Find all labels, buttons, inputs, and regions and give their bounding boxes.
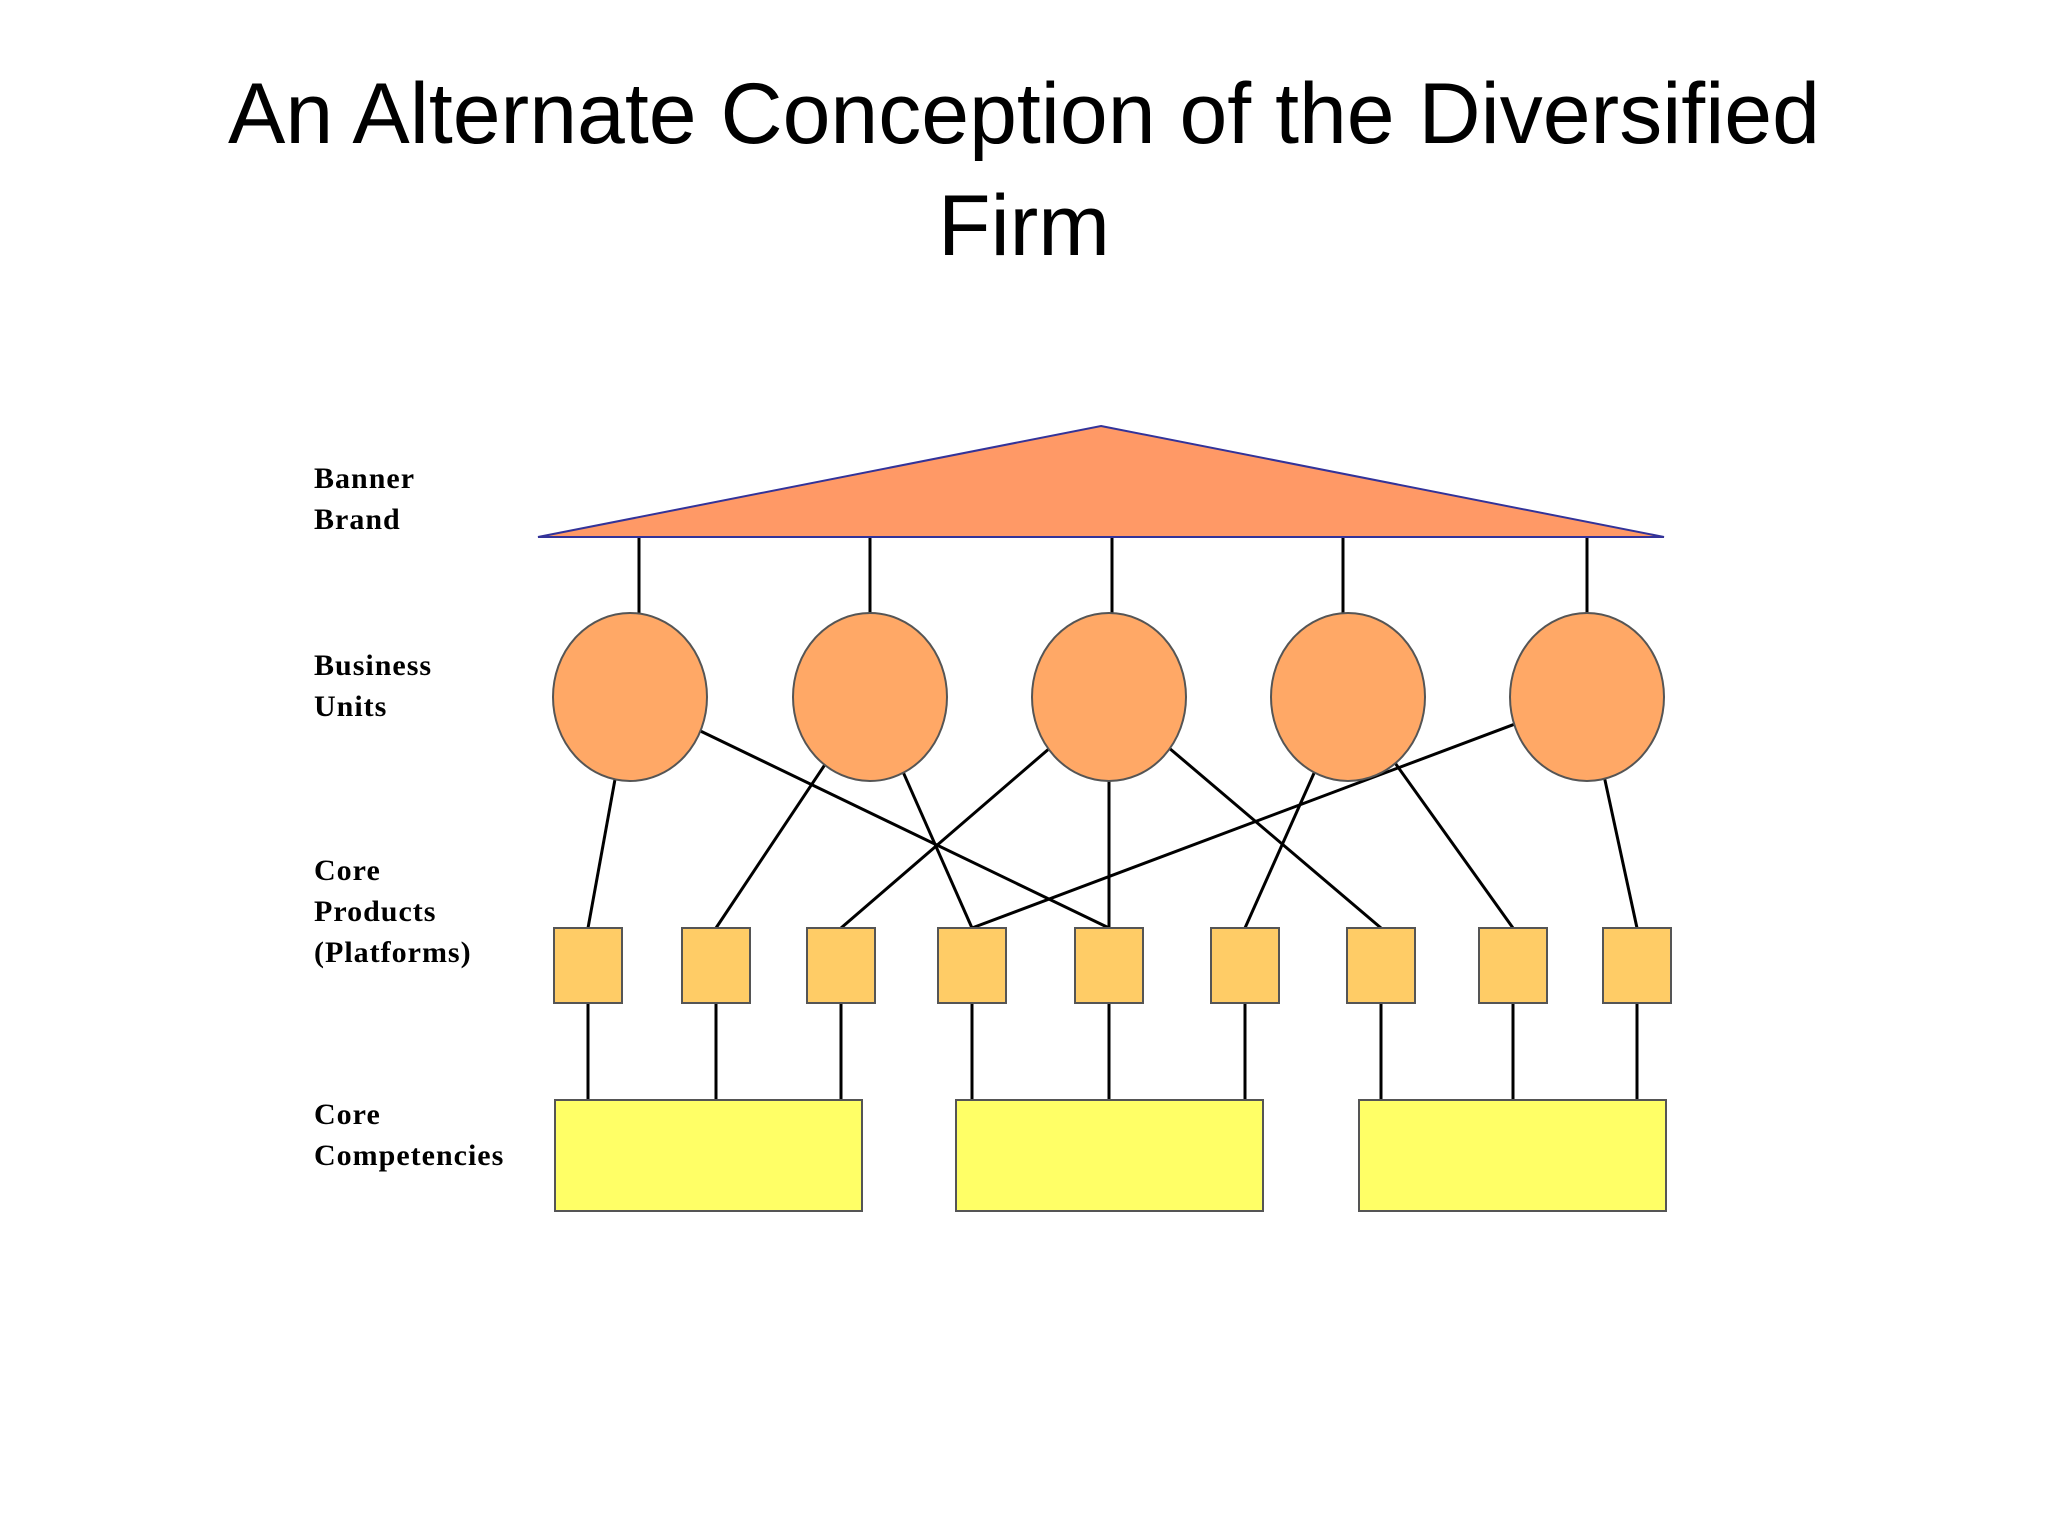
unit-to-product-connector [699, 729, 1110, 930]
unit-to-product-connector [586, 779, 617, 929]
core-competencies-label-line-1: Core [314, 1098, 381, 1131]
core-product-box [1602, 927, 1672, 1004]
business-units-label: Business Units [314, 645, 432, 727]
core-product-box [1478, 927, 1548, 1004]
banner-brand-label-line-2: Brand [314, 503, 401, 536]
core-product-box [553, 927, 623, 1004]
core-product-box [1346, 927, 1416, 1004]
unit-to-product-connector [714, 764, 826, 929]
core-competencies-label-line-2: Competencies [314, 1139, 505, 1172]
core-competency-box [955, 1099, 1264, 1212]
core-product-box [937, 927, 1007, 1004]
core-products-label-line-3: (Platforms) [314, 936, 472, 969]
unit-to-product-connector [1243, 771, 1316, 929]
business-unit-circle [1509, 612, 1665, 782]
business-units-label-line-2: Units [314, 690, 388, 723]
core-product-box [681, 927, 751, 1004]
slide-title-line-2: Firm [938, 178, 1110, 274]
banner-brand-label: Banner Brand [314, 458, 415, 540]
business-unit-circle [1270, 612, 1426, 782]
banner-brand-triangle [537, 424, 1665, 538]
business-unit-circle [1031, 612, 1187, 782]
core-products-label-line-2: Products [314, 895, 437, 928]
unit-to-product-connector [971, 722, 1515, 930]
core-products-label-line-1: Core [314, 854, 381, 887]
core-competencies-label: Core Competencies [314, 1094, 504, 1176]
core-product-box [1074, 927, 1144, 1004]
core-product-box [806, 927, 876, 1004]
core-competency-box [554, 1099, 863, 1212]
slide-title: An Alternate Conception of the Diversifi… [0, 58, 2048, 282]
unit-to-product-connector [1168, 747, 1382, 930]
core-product-box [1210, 927, 1280, 1004]
business-units-label-line-1: Business [314, 649, 433, 682]
unit-to-product-connector [840, 747, 1050, 930]
business-unit-circle [792, 612, 948, 782]
core-competency-box [1358, 1099, 1667, 1212]
unit-to-product-connector [1394, 762, 1515, 929]
core-products-label: Core Products (Platforms) [314, 850, 472, 973]
unit-to-product-connector [1603, 778, 1639, 929]
banner-brand-label-line-1: Banner [314, 462, 416, 495]
slide-title-line-1: An Alternate Conception of the Diversifi… [228, 66, 1820, 162]
business-unit-circle [552, 612, 708, 782]
unit-to-product-connector [902, 772, 974, 929]
